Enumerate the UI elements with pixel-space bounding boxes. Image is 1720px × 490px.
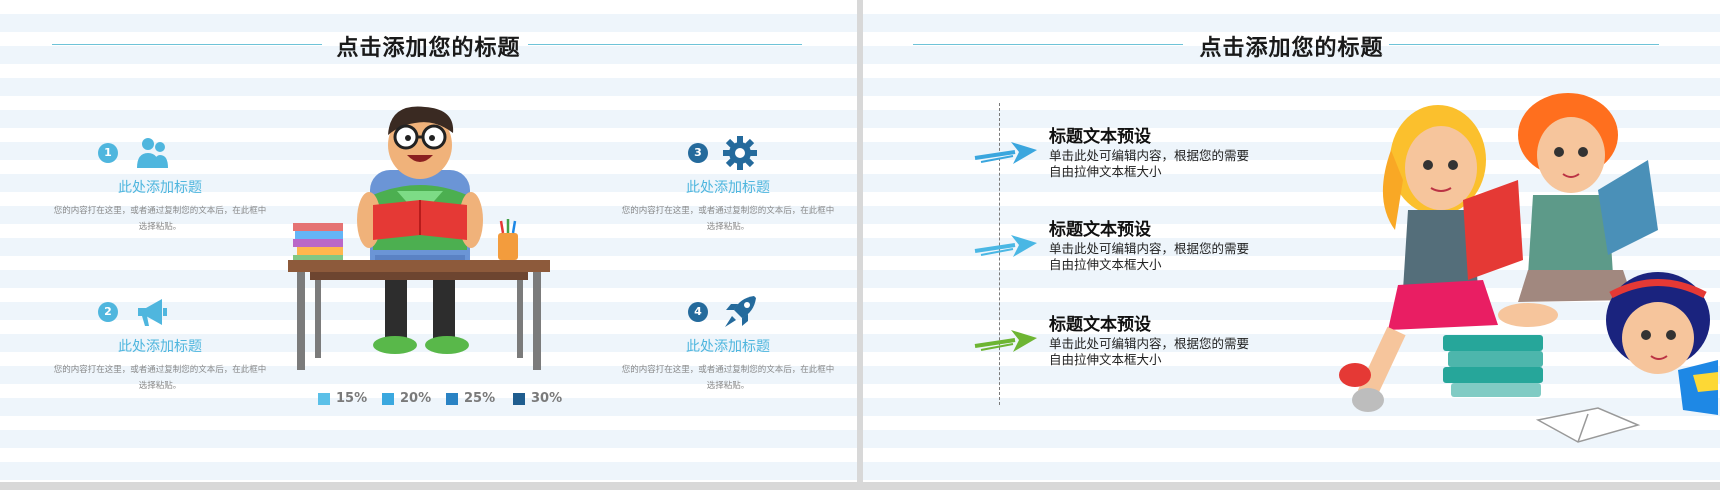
text-item-3: 标题文本预设 单击此处可编辑内容，根据您的需要自由拉伸文本框大小 — [973, 310, 1273, 380]
text-item-3-desc[interactable]: 单击此处可编辑内容，根据您的需要自由拉伸文本框大小 — [1049, 336, 1250, 367]
feature-1-badge: 1 — [98, 143, 118, 163]
feature-3-title[interactable]: 此处添加标题 — [686, 180, 770, 196]
feature-2: 2 此处添加标题 您的内容打在这里，或者通过复制您的文本后，在此框中选择粘贴。 — [50, 294, 270, 394]
arrow-icon — [974, 235, 1037, 257]
rocket-icon — [725, 296, 756, 327]
title-line-right — [528, 44, 802, 45]
feature-3-badge: 3 — [688, 143, 708, 163]
arrow-icon — [974, 142, 1037, 164]
text-item-2-title[interactable]: 标题文本预设 — [1049, 220, 1151, 240]
feature-4-title[interactable]: 此处添加标题 — [686, 339, 770, 355]
text-item-1-desc[interactable]: 单击此处可编辑内容，根据您的需要自由拉伸文本框大小 — [1049, 148, 1250, 179]
slide-1: 点击添加您的标题 1 此处添加标题 您的内容打在这里，或者通过复制您的文本后，在… — [0, 0, 857, 482]
slide-1-title[interactable]: 点击添加您的标题 — [336, 36, 521, 61]
timeline-dashed-line — [999, 103, 1000, 405]
feature-3-desc[interactable]: 您的内容打在这里，或者通过复制您的文本后，在此框中选择粘贴。 — [621, 206, 835, 232]
slide-2: 点击添加您的标题 标题文本预设 单击此处可编辑内容，根据您的需要自由拉伸文本框大… — [863, 0, 1720, 482]
feature-4-desc[interactable]: 您的内容打在这里，或者通过复制您的文本后，在此框中选择粘贴。 — [621, 365, 835, 391]
legend-label-3: 25% — [464, 391, 496, 406]
slide-2-title[interactable]: 点击添加您的标题 — [1199, 36, 1384, 61]
feature-2-badge: 2 — [98, 302, 118, 322]
feature-1-desc[interactable]: 您的内容打在这里，或者通过复制您的文本后，在此框中选择粘贴。 — [53, 206, 267, 232]
gear-icon — [723, 136, 757, 170]
text-item-3-title[interactable]: 标题文本预设 — [1049, 315, 1151, 335]
legend-label-2: 20% — [400, 391, 432, 406]
kids-reading-illustration — [1339, 93, 1718, 443]
feature-4-badge: 4 — [688, 302, 708, 322]
slide-2-header: 点击添加您的标题 — [863, 30, 1720, 61]
feature-2-title[interactable]: 此处添加标题 — [118, 339, 202, 355]
legend-swatch-2 — [382, 393, 394, 405]
slide-1-header: 点击添加您的标题 — [0, 30, 857, 61]
feature-4: 4 此处添加标题 您的内容打在这里，或者通过复制您的文本后，在此框中选择粘贴。 — [618, 294, 838, 394]
arrow-icon — [974, 330, 1037, 352]
legend-swatch-1 — [318, 393, 330, 405]
users-icon — [137, 138, 168, 168]
feature-3: 3 此处添加标题 您的内容打在这里，或者通过复制您的文本后，在此框中选择粘贴。 — [618, 135, 838, 235]
legend-label-4: 30% — [531, 391, 563, 406]
text-item-2: 标题文本预设 单击此处可编辑内容，根据您的需要自由拉伸文本框大小 — [973, 215, 1273, 285]
feature-1-title[interactable]: 此处添加标题 — [118, 180, 202, 196]
boy-reading-illustration — [288, 106, 550, 370]
megaphone-icon — [138, 299, 167, 326]
text-item-1: 标题文本预设 单击此处可编辑内容，根据您的需要自由拉伸文本框大小 — [973, 122, 1273, 192]
title-line-left-2 — [913, 44, 1183, 45]
title-line-left — [52, 44, 322, 45]
legend-label-1: 15% — [336, 391, 368, 406]
feature-2-desc[interactable]: 您的内容打在这里，或者通过复制您的文本后，在此框中选择粘贴。 — [53, 365, 267, 391]
legend-swatch-4 — [513, 393, 525, 405]
legend-swatch-3 — [446, 393, 458, 405]
text-item-1-title[interactable]: 标题文本预设 — [1049, 127, 1151, 147]
title-line-right-2 — [1389, 44, 1659, 45]
feature-1: 1 此处添加标题 您的内容打在这里，或者通过复制您的文本后，在此框中选择粘贴。 — [50, 135, 270, 235]
text-item-2-desc[interactable]: 单击此处可编辑内容，根据您的需要自由拉伸文本框大小 — [1049, 241, 1250, 272]
